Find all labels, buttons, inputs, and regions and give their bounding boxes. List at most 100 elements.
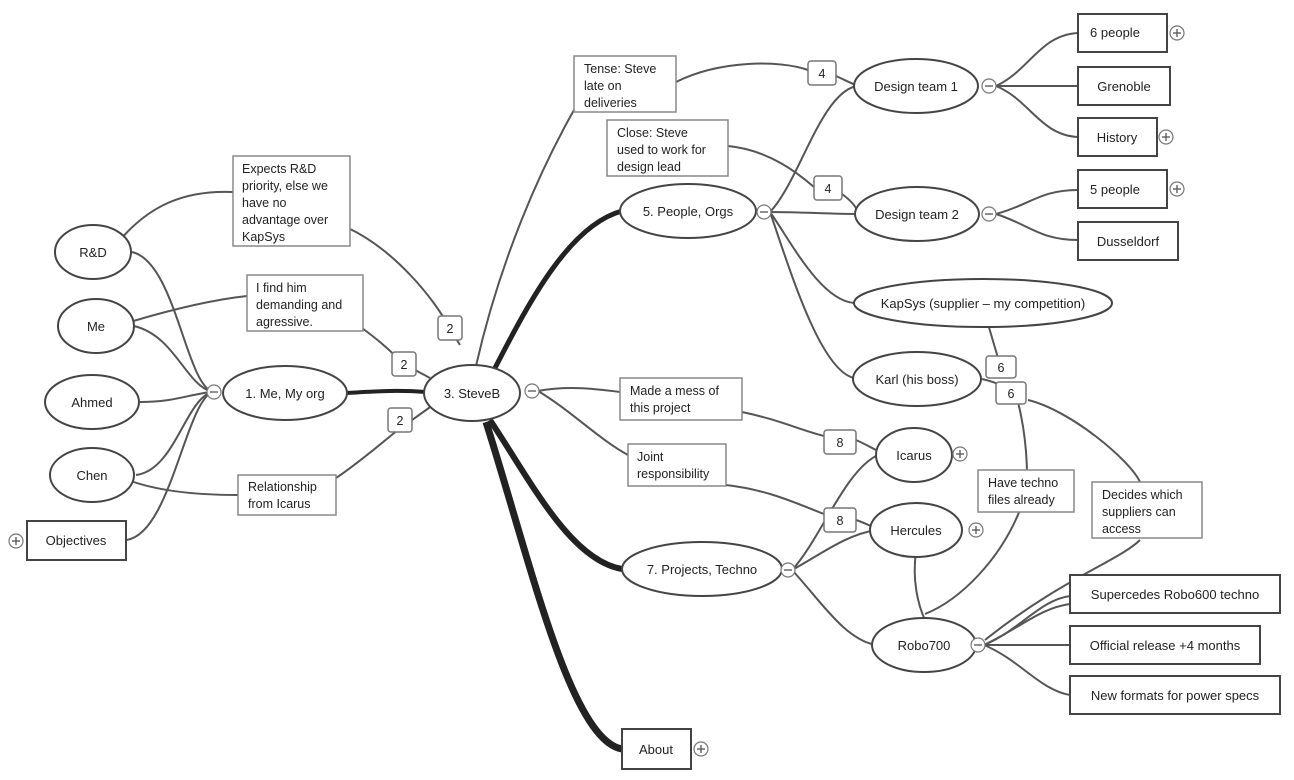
node-label: Dusseldorf [1097,234,1160,249]
edge-tense-dt1 [675,62,857,86]
note-line: advantage over [242,213,328,227]
expand-icon[interactable] [1158,129,1174,145]
node-projects-techno[interactable]: 7. Projects, Techno [621,541,783,597]
edge-techno-robo [924,509,1021,615]
edge-rd [131,251,213,393]
node-supercedes[interactable]: Supercedes Robo600 techno [1069,574,1281,614]
note-close[interactable]: Close: Steve used to work for design lea… [606,119,729,177]
node-label: Official release +4 months [1090,638,1241,653]
badge-count: 6 [1008,387,1015,401]
badge-count: 4 [819,67,826,81]
edge-dt1-history [995,85,1079,138]
edge-myorg-steveb [344,388,427,395]
edge-kapsys-badge [987,323,999,359]
node-objectives[interactable]: Objectives [26,520,127,561]
note-line: agressive. [256,315,313,329]
node-new-formats[interactable]: New formats for power specs [1069,675,1281,715]
note-tense[interactable]: Tense: Steve late on deliveries [573,55,677,113]
node-me[interactable]: Me [57,298,135,354]
node-icarus[interactable]: Icarus [875,427,953,483]
note-joint[interactable]: Joint responsibility [627,443,727,487]
badge-relationship: 2 [387,407,413,433]
node-history[interactable]: History [1077,117,1158,157]
collapse-icon[interactable] [524,383,540,399]
expand-icon[interactable] [968,522,984,538]
collapse-icon[interactable] [756,204,772,220]
note-decides[interactable]: Decides which suppliers can access [1091,481,1203,539]
note-line: design lead [617,160,681,174]
note-line: this project [630,401,691,415]
node-label: Design team 1 [874,79,958,94]
note-line: deliveries [584,96,637,110]
node-label: Karl (his boss) [875,372,958,387]
node-official-release[interactable]: Official release +4 months [1069,625,1261,665]
collapse-icon[interactable] [780,562,796,578]
node-dusseldorf[interactable]: Dusseldorf [1077,221,1179,261]
edge-steveb-tense [475,109,575,367]
node-chen[interactable]: Chen [49,447,135,503]
badge-expects: 2 [437,315,463,341]
badge-kapsys: 6 [985,355,1017,379]
node-label: 5 people [1090,182,1140,197]
collapse-icon[interactable] [970,637,986,653]
edge-people-dt1 [769,85,857,213]
badge-mess: 8 [823,429,857,455]
badge-count: 2 [447,322,454,336]
edge-robo-supercedes-2 [983,603,1071,646]
expand-icon[interactable] [952,446,968,462]
node-hercules[interactable]: Hercules [869,502,963,558]
node-six-people[interactable]: 6 people [1077,13,1168,53]
note-line: demanding and [256,298,342,312]
node-grenoble[interactable]: Grenoble [1077,66,1171,106]
edge-steveb-projects [487,418,623,572]
note-line: used to work for [617,143,706,157]
node-label: 6 people [1090,25,1140,40]
node-label: 1. Me, My org [245,386,324,401]
node-design-team-2[interactable]: Design team 2 [854,186,980,242]
node-label: Chen [76,468,107,483]
node-label: Me [87,319,105,334]
collapse-icon[interactable] [981,78,997,94]
node-steveb[interactable]: 3. SteveB [423,364,521,422]
badge-count: 2 [397,414,404,428]
badge-count: 6 [998,361,1005,375]
collapse-icon[interactable] [206,384,222,400]
expand-icon[interactable] [1169,181,1185,197]
note-techno-files[interactable]: Have techno files already [977,469,1075,513]
node-about[interactable]: About [621,728,692,770]
node-people-orgs[interactable]: 5. People, Orgs [619,183,757,239]
collapse-icon[interactable] [981,206,997,222]
edge-rd-note [119,190,234,241]
edge-projects-hercules [791,529,877,571]
badge-count: 8 [837,436,844,450]
note-demanding[interactable]: I find him demanding and agressive. [246,274,364,332]
node-label: Icarus [896,448,932,463]
node-karl[interactable]: Karl (his boss) [852,351,982,407]
node-ahmed[interactable]: Ahmed [44,374,140,430]
note-expects-rd[interactable]: Expects R&D priority, else we have no ad… [232,155,351,247]
node-label: Objectives [46,533,107,548]
note-relationship[interactable]: Relationship from Icarus [237,474,337,516]
node-design-team-1[interactable]: Design team 1 [853,58,979,114]
node-label: New formats for power specs [1091,688,1260,703]
note-line: priority, else we [242,179,328,193]
expand-icon[interactable] [8,533,24,549]
node-label: 7. Projects, Techno [647,562,757,577]
edge-people-karl [769,211,855,379]
node-five-people[interactable]: 5 people [1077,169,1168,209]
node-rd[interactable]: R&D [54,224,132,280]
node-me-my-org[interactable]: 1. Me, My org [222,365,348,421]
note-made-mess[interactable]: Made a mess of this project [619,377,743,421]
note-line: Made a mess of [630,384,719,398]
node-robo700[interactable]: Robo700 [871,617,977,673]
expand-icon[interactable] [1169,25,1185,41]
node-label: 3. SteveB [444,386,500,401]
edge-me-note [129,295,248,323]
note-line: files already [988,493,1055,507]
edge-projects-robo [791,569,877,646]
node-label: KapSys (supplier – my competition) [881,296,1085,311]
node-kapsys[interactable]: KapSys (supplier – my competition) [853,278,1113,328]
edge-chen-note [127,479,239,496]
expand-icon[interactable] [693,741,709,757]
